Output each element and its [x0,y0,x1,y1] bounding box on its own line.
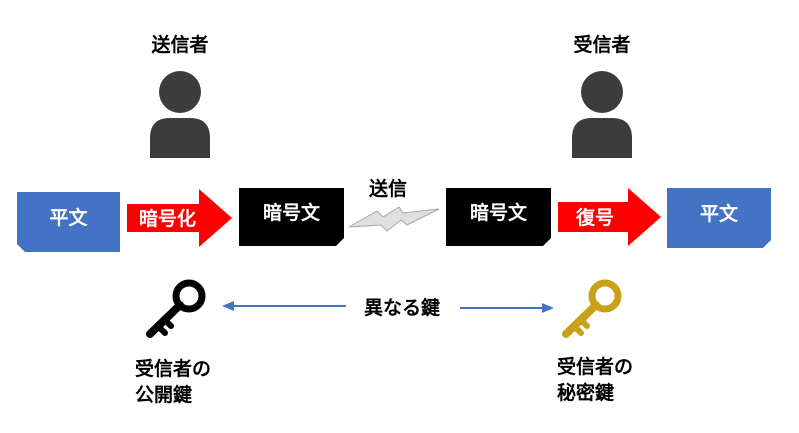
private-key-label: 受信者の 秘密鍵 [557,354,633,406]
receiver-person-icon [570,70,634,160]
public-key-icon [144,276,210,340]
public-key-label-line1: 受信者の [135,358,212,380]
public-key-label: 受信者の 公開鍵 [135,356,211,408]
plaintext-left-document: 平文 [17,192,120,252]
private-key-label-line1: 受信者の [557,356,634,378]
plaintext-left-label: 平文 [49,207,88,229]
decrypt-arrow: 復号 [558,188,661,246]
sender-title: 送信者 [151,34,209,56]
lightning-icon [347,203,442,239]
different-keys-arrow-left [222,298,346,317]
plaintext-right-document: 平文 [667,188,771,248]
ciphertext-left-label: 暗号文 [262,202,320,224]
ciphertext-left-document: 暗号文 [239,188,344,246]
encrypt-arrow: 暗号化 [127,189,232,247]
plaintext-right-label: 平文 [699,203,738,225]
public-key-label-line2: 公開鍵 [135,384,193,406]
ciphertext-right-document: 暗号文 [446,188,551,246]
send-label: 送信 [368,178,407,200]
decrypt-label: 復号 [576,207,615,229]
different-keys-label: 異なる鍵 [363,297,440,319]
private-key-icon [560,276,626,340]
private-key-label-line2: 秘密鍵 [557,382,615,404]
different-keys-arrow-right [460,300,554,319]
sender-person-icon [148,70,212,160]
encrypt-label: 暗号化 [139,208,197,230]
receiver-title: 受信者 [573,34,631,56]
ciphertext-right-label: 暗号文 [469,202,527,224]
